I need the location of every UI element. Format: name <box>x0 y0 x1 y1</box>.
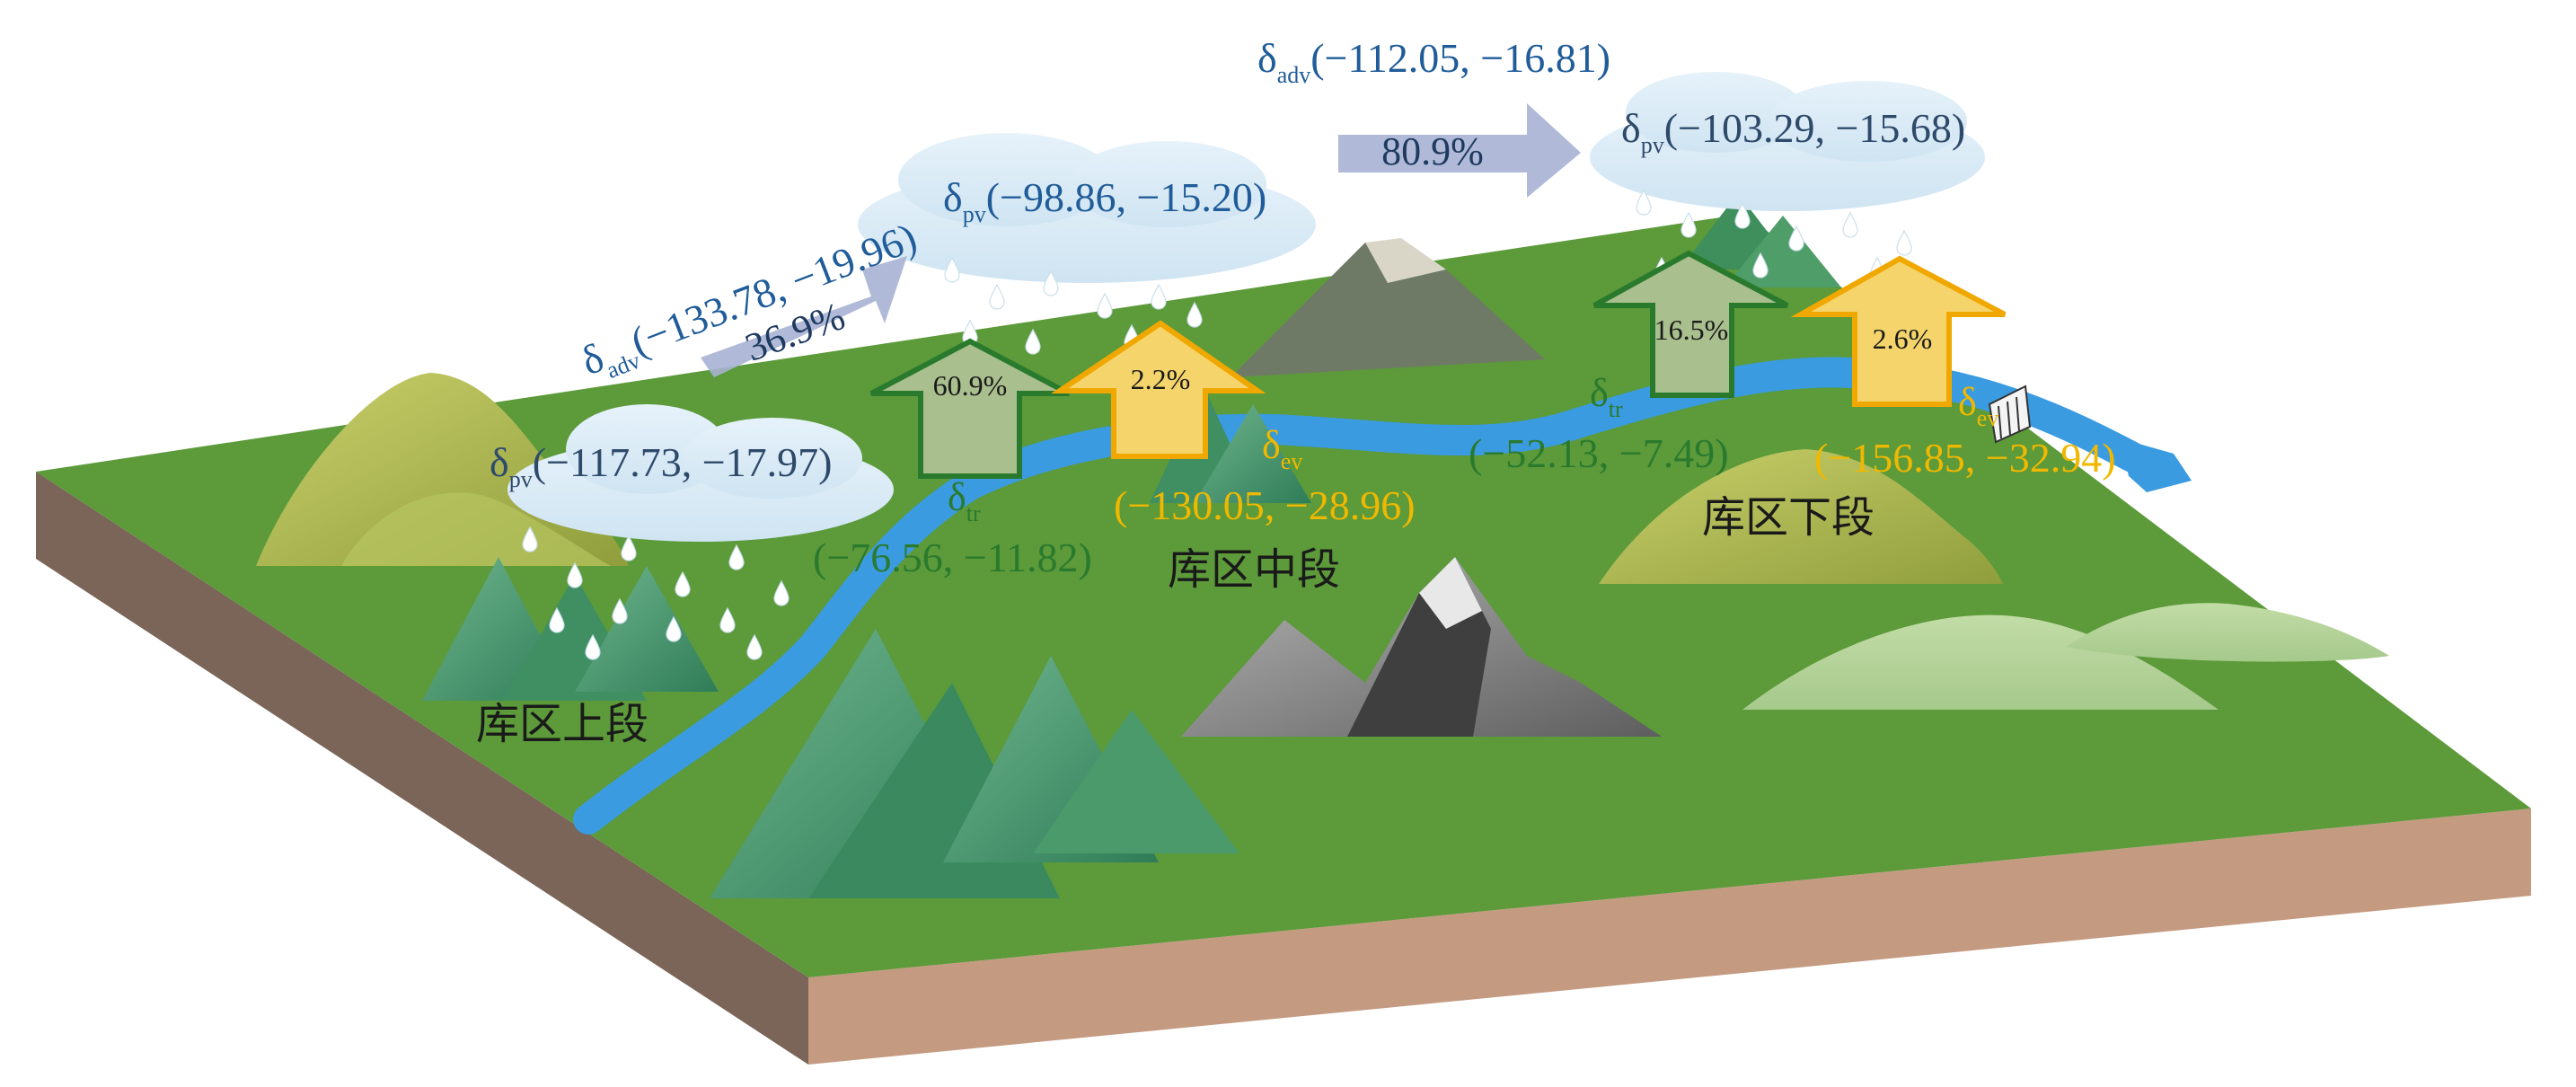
lower-adv-sub: adv <box>1277 62 1311 88</box>
upper-pv-values: (−117.73, −17.97) <box>533 439 833 485</box>
middle-ev-symbol: δ <box>1262 423 1281 467</box>
upper-tr-label: δtr <box>948 475 981 526</box>
pale-hills-right <box>1742 603 2389 710</box>
upper-tr-values: (−76.56, −11.82) <box>813 535 1092 580</box>
lower-tr-sub: tr <box>1609 396 1623 422</box>
evaporation-arrow-lower <box>1790 255 2007 407</box>
lower-tr-percent: 16.5% <box>1654 314 1729 346</box>
advection-arrow-upper <box>701 256 907 377</box>
dam <box>1988 384 2032 444</box>
lower-pv-label: δpv(−103.29, −15.68) <box>1621 105 1965 158</box>
upper-pv-sub: pv <box>509 466 533 492</box>
green-mountains-upper <box>422 557 719 701</box>
lower-adv-values: (−112.05, −16.81) <box>1310 35 1610 81</box>
upper-pv-symbol: δ <box>490 439 509 485</box>
section-label-lower: 库区下段 <box>1702 492 1875 543</box>
cloud-upper <box>507 404 894 542</box>
middle-pv-label: δpv(−98.86, −15.20) <box>943 174 1266 227</box>
middle-pv-sub: pv <box>963 201 986 227</box>
river-outflow-arrow <box>2120 438 2192 492</box>
upper-pv-label: δpv(−117.73, −17.97) <box>490 439 833 492</box>
lower-tr-symbol: δ <box>1590 371 1609 415</box>
yellow-hill-upper <box>256 373 629 566</box>
gray-rock-mountains <box>1181 557 1662 737</box>
section-label-upper: 库区上段 <box>476 699 648 749</box>
lower-pv-values: (−103.29, −15.68) <box>1664 105 1966 151</box>
middle-ev-label: δev <box>1262 423 1302 474</box>
evaporation-arrow-middle <box>1051 320 1266 459</box>
soil-front-face <box>808 809 2531 1065</box>
lower-adv-label: δadv(−112.05, −16.81) <box>1257 35 1610 88</box>
lower-tr-values: (−52.13, −7.49) <box>1469 430 1729 476</box>
middle-ev-sub: ev <box>1281 448 1303 474</box>
middle-ev-values: (−130.05, −28.96) <box>1114 482 1416 528</box>
upper-tr-percent: 60.9% <box>933 369 1008 402</box>
cloud-middle <box>858 133 1316 283</box>
lower-ev-label: δev <box>1958 380 1998 431</box>
soil-side-face <box>36 472 808 1065</box>
lower-pv-symbol: δ <box>1621 105 1641 151</box>
middle-pv-values: (−98.86, −15.20) <box>986 174 1267 220</box>
middle-pv-symbol: δ <box>943 174 963 220</box>
lower-adv-percent: 80.9% <box>1381 129 1484 173</box>
upper-tr-sub: tr <box>966 500 981 526</box>
lower-ev-percent: 2.6% <box>1873 323 1933 355</box>
upper-tr-symbol: δ <box>948 475 966 519</box>
lower-ev-values: (−156.85, −32.94) <box>1814 435 2116 481</box>
yellow-hill-lower <box>1599 449 2003 584</box>
lower-tr-label: δtr <box>1590 371 1623 422</box>
lower-ev-sub: ev <box>1977 405 1999 431</box>
middle-ev-percent: 2.2% <box>1131 363 1191 395</box>
lower-pv-sub: pv <box>1641 132 1664 158</box>
green-mountains-front <box>710 629 1239 898</box>
lower-adv-symbol: δ <box>1257 35 1277 81</box>
gray-mountain-back <box>1231 238 1545 377</box>
section-label-middle: 库区中段 <box>1168 544 1340 595</box>
advection-arrow-lower <box>1338 103 1581 198</box>
river <box>573 357 2153 835</box>
transpiration-arrow-upper <box>869 338 1071 479</box>
lower-ev-symbol: δ <box>1958 380 1977 424</box>
transpiration-arrow-lower <box>1592 250 1789 398</box>
cloud-lower <box>1590 72 1985 211</box>
